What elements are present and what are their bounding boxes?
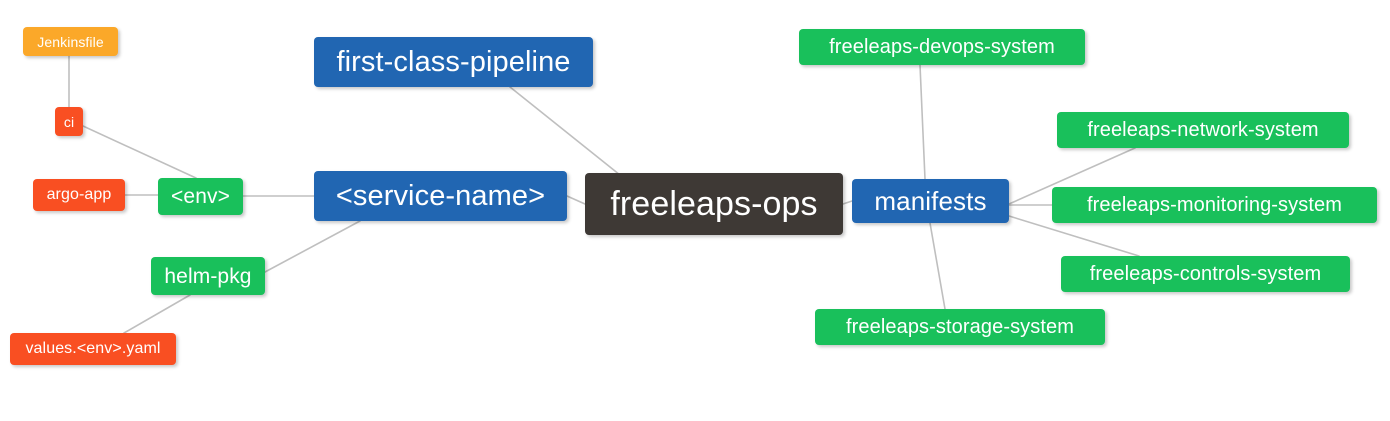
edge-root-to-service-name: [566, 195, 586, 205]
node-label-freeleaps-controls-system: freeleaps-controls-system: [1089, 263, 1322, 285]
edge-root-to-first-class-pipeline: [509, 86, 621, 176]
edge-helm-pkg-to-values-env-yaml: [123, 294, 191, 334]
node-manifests[interactable]: manifests: [852, 179, 1009, 223]
node-root[interactable]: freeleaps-ops: [585, 173, 843, 235]
node-env[interactable]: <env>: [158, 178, 243, 215]
node-freeleaps-network-system[interactable]: freeleaps-network-system: [1057, 112, 1349, 148]
node-label-helm-pkg: helm-pkg: [164, 264, 252, 288]
node-helm-pkg[interactable]: helm-pkg: [151, 257, 265, 295]
node-first-class-pipeline[interactable]: first-class-pipeline: [314, 37, 593, 87]
edge-manifests-to-freeleaps-devops-system: [919, 64, 926, 180]
edge-manifests-to-freeleaps-storage-system: [929, 222, 946, 310]
node-ci[interactable]: ci: [55, 107, 83, 136]
node-label-env: <env>: [171, 185, 230, 208]
node-label-root: freeleaps-ops: [610, 185, 818, 223]
node-label-freeleaps-storage-system: freeleaps-storage-system: [845, 316, 1075, 338]
node-label-service-name: <service-name>: [335, 179, 546, 212]
edge-root-to-manifests: [842, 200, 853, 205]
node-service-name[interactable]: <service-name>: [314, 171, 567, 221]
node-label-jenkinsfile: Jenkinsfile: [37, 33, 104, 50]
node-label-manifests: manifests: [874, 186, 987, 216]
node-argo-app[interactable]: argo-app: [33, 179, 125, 211]
node-freeleaps-devops-system[interactable]: freeleaps-devops-system: [799, 29, 1085, 65]
node-label-argo-app: argo-app: [46, 186, 112, 203]
node-label-freeleaps-network-system: freeleaps-network-system: [1087, 119, 1319, 141]
node-label-first-class-pipeline: first-class-pipeline: [336, 45, 571, 78]
node-freeleaps-monitoring-system[interactable]: freeleaps-monitoring-system: [1052, 187, 1377, 223]
edge-service-name-to-helm-pkg: [264, 220, 361, 273]
node-label-freeleaps-devops-system: freeleaps-devops-system: [829, 36, 1055, 58]
node-label-ci: ci: [63, 113, 75, 130]
node-freeleaps-storage-system[interactable]: freeleaps-storage-system: [815, 309, 1105, 345]
node-values-env-yaml[interactable]: values.<env>.yaml: [10, 333, 176, 365]
edge-env-to-ci: [82, 125, 197, 179]
node-jenkinsfile[interactable]: Jenkinsfile: [23, 27, 118, 56]
node-freeleaps-controls-system[interactable]: freeleaps-controls-system: [1061, 256, 1350, 292]
node-label-freeleaps-monitoring-system: freeleaps-monitoring-system: [1086, 194, 1342, 216]
node-label-values-env-yaml: values.<env>.yaml: [25, 340, 161, 357]
